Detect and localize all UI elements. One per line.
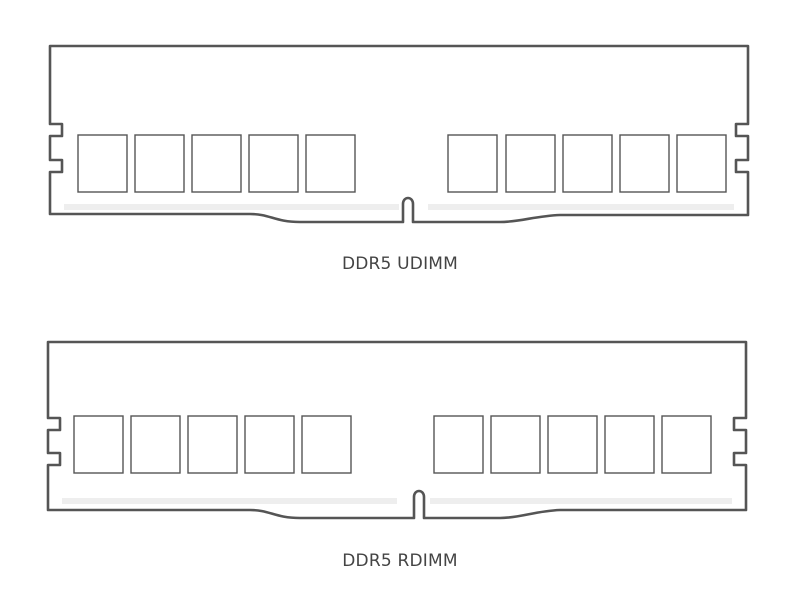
rdimm-caption: DDR5 RDIMM <box>342 551 458 571</box>
rdimm-memory-chip <box>244 415 295 474</box>
udimm-memory-chip <box>562 134 613 193</box>
rdimm-module <box>46 340 748 520</box>
udimm-memory-chip <box>505 134 556 193</box>
udimm-memory-chip <box>619 134 670 193</box>
udimm-memory-chip <box>77 134 128 193</box>
rdimm-chips-right <box>433 415 712 474</box>
udimm-memory-chip <box>305 134 356 193</box>
rdimm-memory-chip <box>433 415 484 474</box>
rdimm-memory-chip <box>604 415 655 474</box>
rdimm-memory-chip <box>547 415 598 474</box>
rdimm-memory-chip <box>187 415 238 474</box>
udimm-caption: DDR5 UDIMM <box>341 254 459 274</box>
udimm-chips-right <box>447 134 727 193</box>
rdimm-memory-chip <box>661 415 712 474</box>
udimm-contact-strip-right <box>428 204 734 210</box>
udimm-memory-chip <box>191 134 242 193</box>
udimm-chips-left <box>77 134 356 193</box>
rdimm-memory-chip <box>301 415 352 474</box>
udimm-memory-chip <box>676 134 727 193</box>
rdimm-pcb-outline <box>46 340 748 520</box>
rdimm-chips-left <box>73 415 352 474</box>
udimm-contact-strip-left <box>64 204 399 210</box>
rdimm-contact-strip-right <box>430 498 732 504</box>
udimm-pcb-outline <box>48 44 750 224</box>
rdimm-contact-strip-left <box>62 498 397 504</box>
rdimm-memory-chip <box>490 415 541 474</box>
udimm-memory-chip <box>134 134 185 193</box>
rdimm-memory-chip <box>73 415 124 474</box>
udimm-module <box>48 44 750 224</box>
udimm-memory-chip <box>248 134 299 193</box>
rdimm-memory-chip <box>130 415 181 474</box>
udimm-memory-chip <box>447 134 498 193</box>
